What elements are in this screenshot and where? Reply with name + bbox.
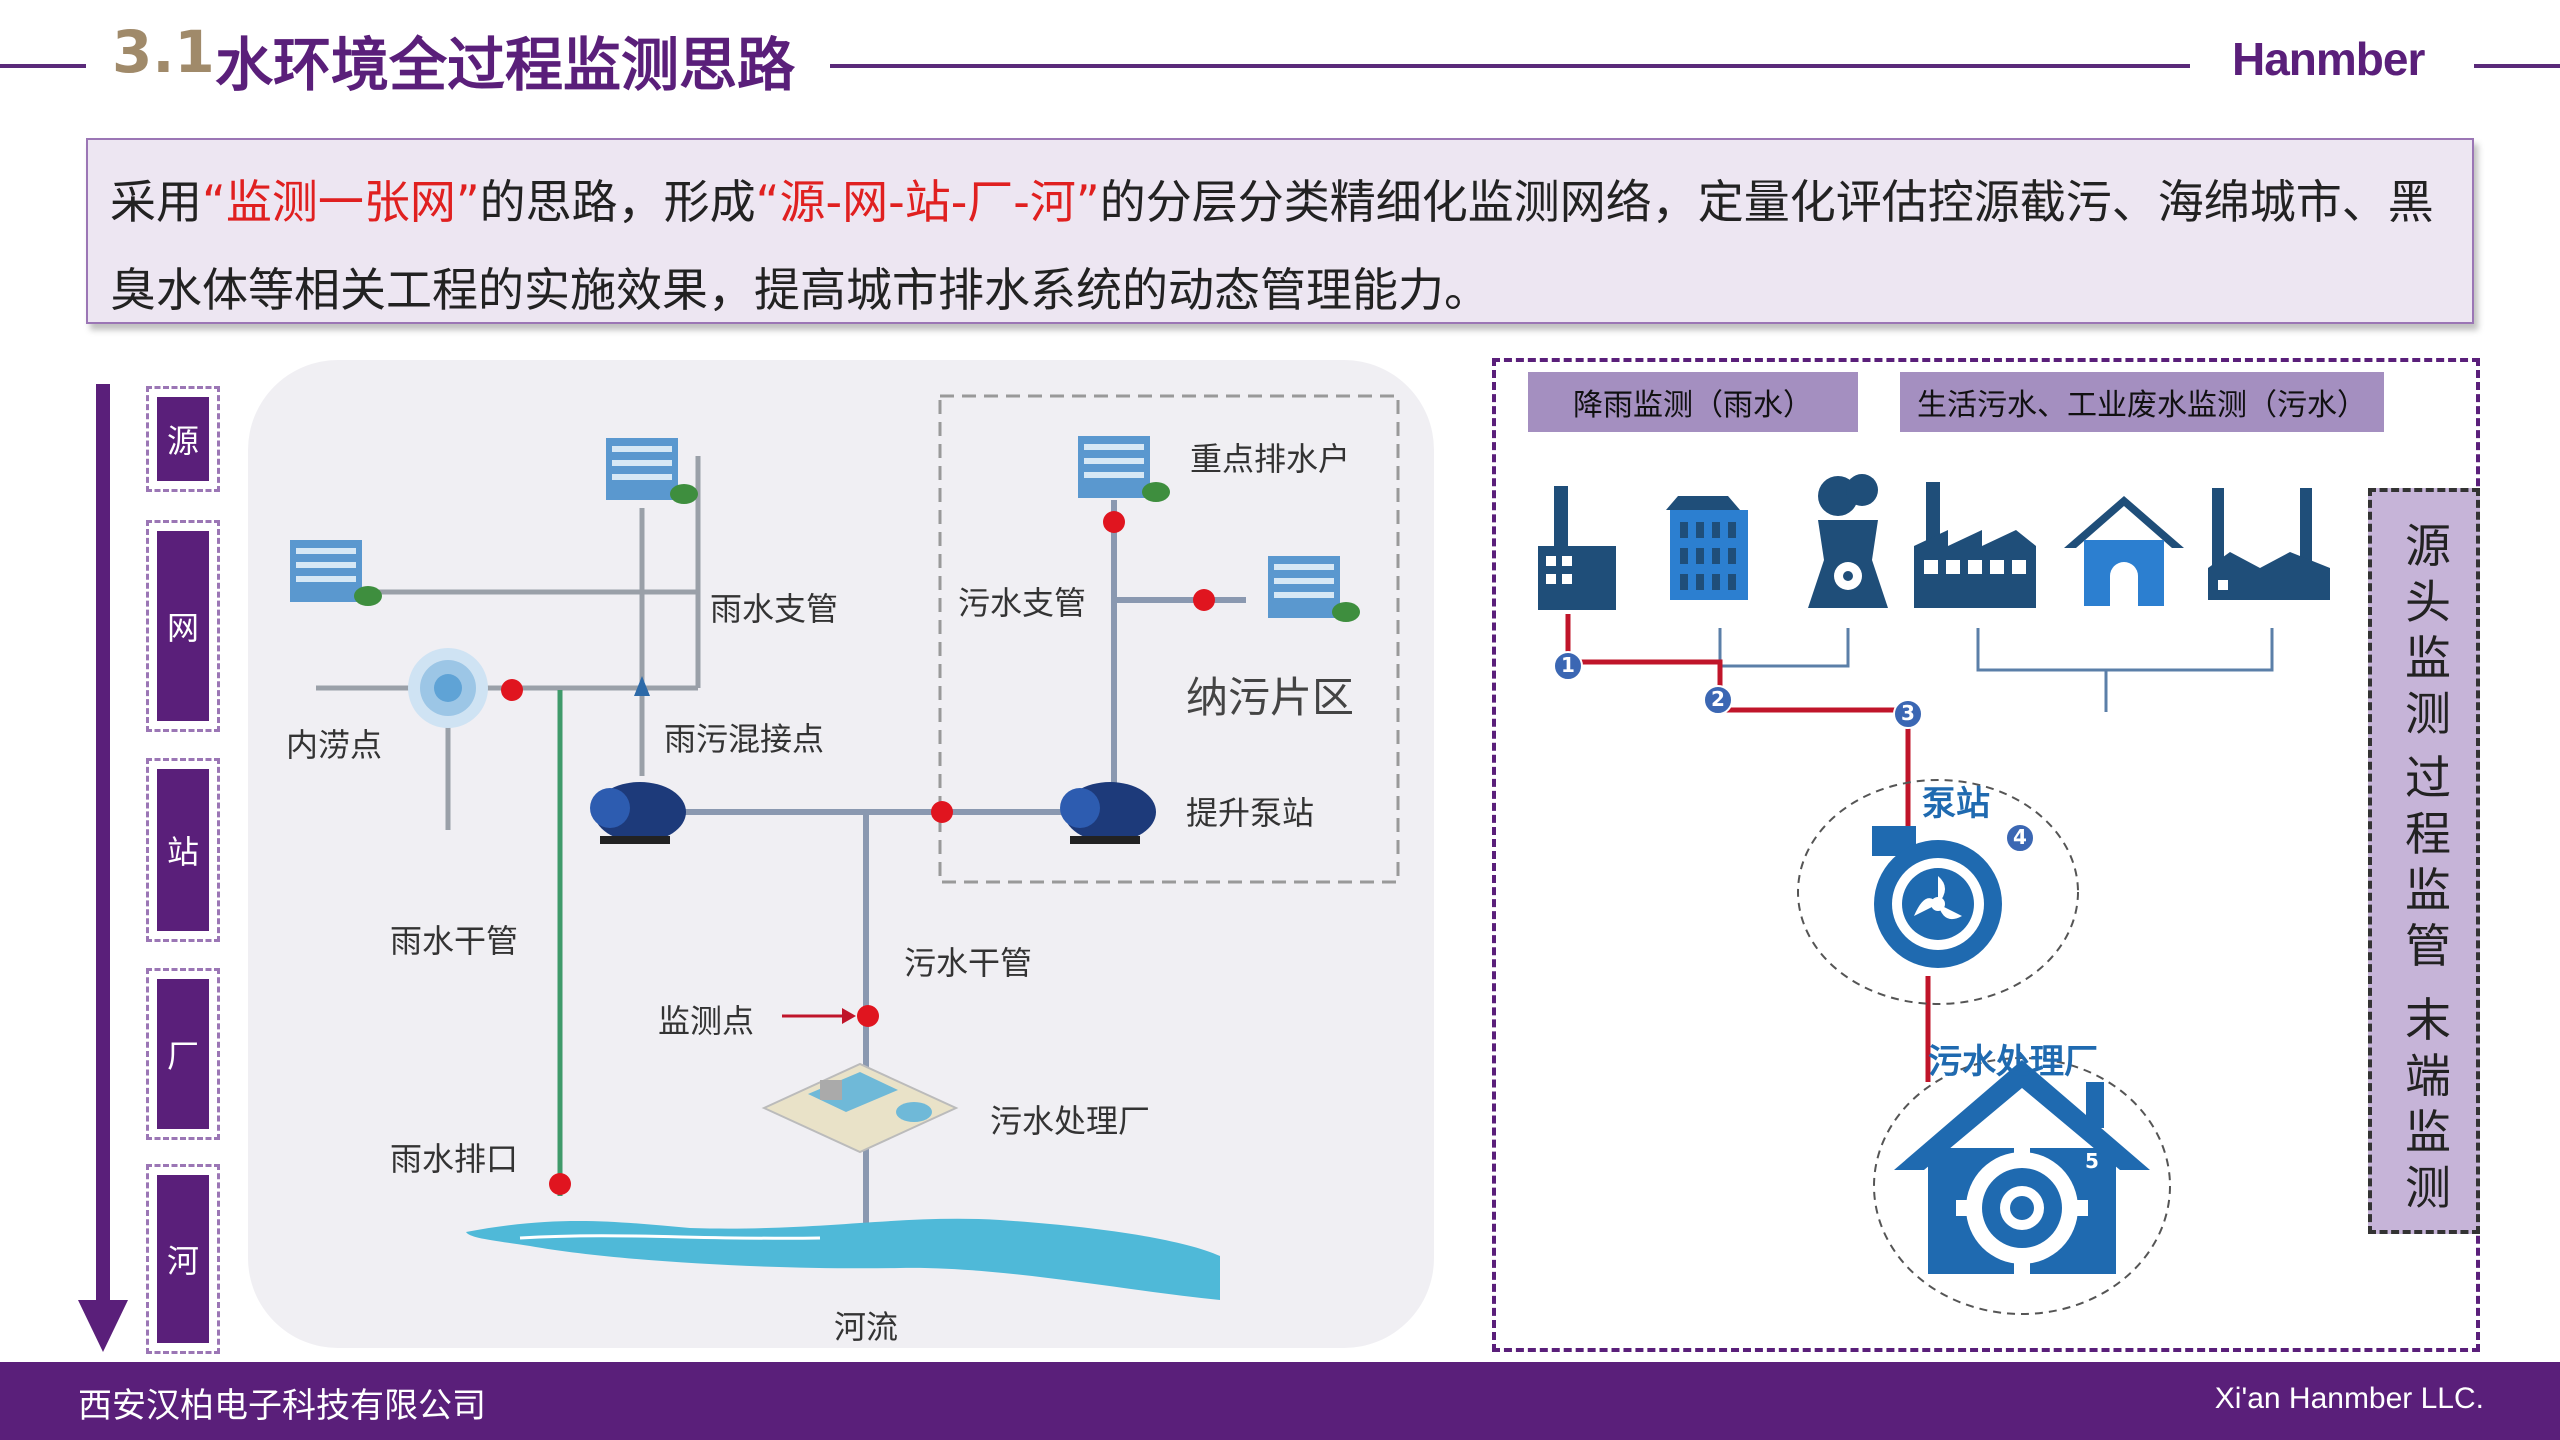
label-collection-area: 纳污片区 — [1186, 673, 1355, 722]
label-sewage-branch: 污水支管 — [958, 584, 1087, 622]
level-label-station: 站 — [146, 758, 220, 942]
flow-arrow-head-icon — [78, 1300, 128, 1352]
brand-logo: Hanmber — [2232, 33, 2425, 85]
stage-process-supervision: 过程监管 — [2405, 751, 2451, 973]
header-line-mid — [830, 64, 2190, 68]
label-rain-branch: 雨水支管 — [710, 590, 839, 628]
label-pump-station-right: 泵站 — [1922, 784, 1990, 824]
drainage-diagram-background — [248, 360, 1434, 1348]
factory-icon-2 — [1914, 482, 2036, 608]
stage-source-monitoring: 源头监测 — [2405, 519, 2451, 741]
node-number-1: 1 — [1561, 653, 1575, 677]
node-1 — [1553, 651, 1583, 681]
label-treatment-plant-right: 污水处理厂 — [1928, 1042, 2098, 1082]
label-waterlogging-point: 内涝点 — [286, 726, 383, 764]
label-treatment-plant: 污水处理厂 — [990, 1102, 1151, 1140]
tag-rain-monitoring: 降雨监测（雨水） — [1528, 372, 1858, 432]
level-label-river: 河 — [146, 1164, 220, 1354]
label-sewage-main: 污水干管 — [904, 944, 1033, 982]
label-mixed-connection: 雨污混接点 — [664, 720, 825, 758]
monitor-point-sewage-main — [931, 801, 953, 823]
label-river: 河流 — [834, 1308, 899, 1346]
pipe-red-2 — [1720, 707, 1911, 828]
footer-company-en: Xi'an Hanmber LLC. — [2214, 1382, 2484, 1415]
building-icon-2 — [606, 438, 698, 504]
monitor-point-key-discharger — [1103, 511, 1125, 533]
stage-end-monitoring: 末端监测 — [2405, 993, 2451, 1215]
pump-station-icon — [1872, 826, 2002, 968]
summary-highlight-1: “监测一张网” — [202, 175, 480, 229]
waterlogging-icon — [408, 648, 488, 728]
monitor-point-branch — [1193, 589, 1215, 611]
node-3 — [1893, 699, 1923, 729]
treatment-plant-icon — [761, 1062, 959, 1154]
node-number-3: 3 — [1901, 701, 1915, 725]
header-line-left — [0, 64, 86, 68]
summary-highlight-2: “源-网-站-厂-河” — [755, 175, 1100, 229]
monitor-point-plant-inlet — [857, 1005, 879, 1027]
nuclear-plant-icon — [1808, 474, 1888, 608]
building-icon-1 — [290, 540, 382, 606]
header-line-right — [2474, 64, 2560, 68]
flow-arrow-shaft — [96, 384, 110, 1302]
office-building-icon — [1666, 496, 1748, 600]
label-pump-station: 提升泵站 — [1186, 794, 1315, 832]
pump-icon-lift — [1060, 782, 1156, 844]
factory-icon-3 — [2208, 488, 2330, 600]
collection-area-boundary — [938, 394, 1400, 884]
monitoring-stage-box: 源头监测 过程监管 末端监测 — [2368, 488, 2480, 1234]
river-icon — [466, 1218, 1220, 1300]
flow-up-arrow-icon — [634, 676, 650, 696]
label-monitoring-point: 监测点 — [658, 1002, 755, 1040]
level-label-plant: 厂 — [146, 968, 220, 1140]
treatment-plant-gear-house-icon — [1894, 1060, 2150, 1274]
summary-text-3: 的分层分类精细化监测网络，定量化评估控源截污、海绵城市、黑臭水体等相关工程的实施… — [110, 175, 2434, 317]
node-number-2: 2 — [1711, 687, 1725, 711]
connector-sources-a — [1718, 628, 1850, 668]
label-key-discharger: 重点排水户 — [1190, 440, 1351, 478]
label-rain-main: 雨水干管 — [390, 922, 519, 960]
pipe-red-1 — [1565, 614, 1723, 698]
monitor-point-rain-outlet — [549, 1173, 571, 1195]
page-title: 水环境全过程监测思路 — [215, 31, 796, 99]
node-number-5: 5 — [2085, 1149, 2099, 1173]
monitoring-pointer-arrow-icon — [842, 1008, 856, 1024]
footer-bar: 西安汉柏电子科技有限公司 Xi'an Hanmber LLC. — [0, 1362, 2560, 1440]
building-icon-3 — [1078, 436, 1170, 502]
summary-text-1: 采用 — [110, 175, 202, 229]
level-label-source: 源 — [146, 386, 220, 492]
node-number-4: 4 — [2013, 825, 2027, 849]
building-icon-4 — [1268, 556, 1360, 622]
footer-company-cn: 西安汉柏电子科技有限公司 — [78, 1386, 486, 1426]
treatment-plant-boundary — [1873, 1057, 2171, 1315]
tag-sewage-monitoring: 生活污水、工业废水监测（污水） — [1900, 372, 2384, 432]
level-label-network: 网 — [146, 520, 220, 732]
connector-sources-b — [1976, 628, 2274, 672]
summary-box: 采用“监测一张网”的思路，形成“源-网-站-厂-河”的分层分类精细化监测网络，定… — [86, 138, 2474, 324]
summary-text-2: 的思路，形成 — [479, 175, 756, 229]
label-rain-outlet: 雨水排口 — [390, 1140, 519, 1178]
pump-icon-mixed — [590, 782, 686, 844]
node-2 — [1703, 685, 1733, 715]
factory-icon-1 — [1538, 486, 1616, 610]
section-number: 3.1 — [112, 18, 215, 86]
node-4 — [2005, 823, 2035, 853]
pump-station-boundary — [1797, 779, 2079, 1005]
monitor-point-waterlogging — [501, 679, 523, 701]
house-icon — [2064, 496, 2184, 606]
